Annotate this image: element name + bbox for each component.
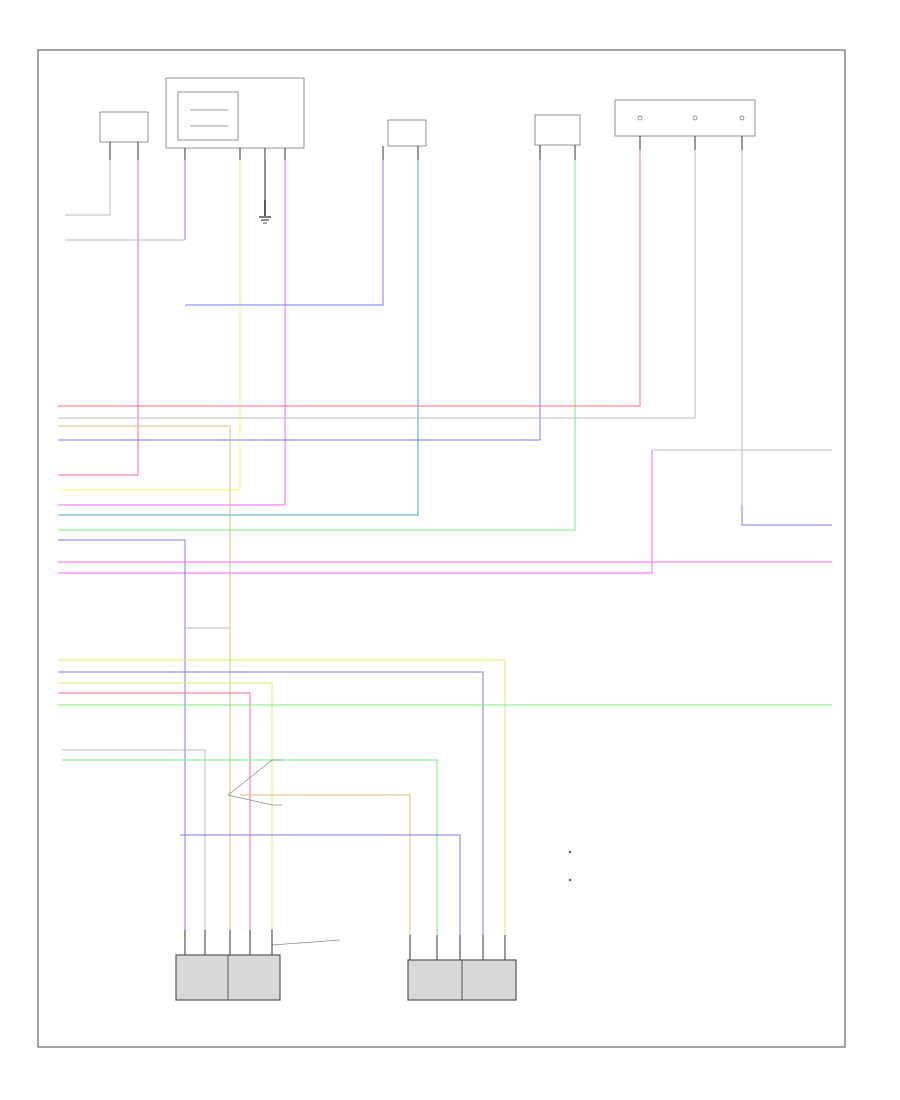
wire-yellow-green-b	[58, 682, 273, 1000]
top-left-module	[99, 111, 149, 160]
legend	[568, 850, 572, 882]
diagram-frame	[37, 49, 846, 1048]
wire-blue-f	[58, 671, 484, 1000]
wire-yellow-green-a	[58, 659, 506, 1000]
wire-pink-b	[58, 450, 653, 574]
wire-red-b	[58, 150, 641, 407]
wire-green-c	[62, 759, 438, 1000]
top-center-sensor	[382, 119, 427, 160]
shield-lead	[271, 939, 341, 946]
wire-blue-b	[185, 160, 384, 306]
wire-gray-g	[62, 749, 206, 1000]
wire-tan-b	[240, 794, 411, 1000]
bottom-right-module	[407, 935, 517, 1001]
relay-junction-box	[165, 77, 305, 160]
wire-pink-a	[58, 160, 286, 506]
wire-red-c	[58, 692, 251, 1000]
wire-blue-d	[741, 505, 832, 526]
bottom-left-module	[175, 930, 281, 1001]
wire-teal-a	[58, 160, 419, 516]
wire-yellow-a	[58, 160, 241, 491]
top-right-sensor	[534, 114, 581, 160]
right-switch-group	[614, 99, 756, 150]
wire-red-a	[58, 160, 139, 476]
wire-blue-c	[58, 160, 541, 441]
wire-tan-a	[58, 425, 231, 1000]
wire-blue-e	[58, 539, 186, 1000]
wire-gray-a	[65, 160, 111, 216]
ground-icon	[259, 200, 271, 224]
wire-gray-c	[58, 150, 696, 419]
note-pointer-2	[227, 794, 282, 806]
note-pointer	[227, 759, 282, 796]
